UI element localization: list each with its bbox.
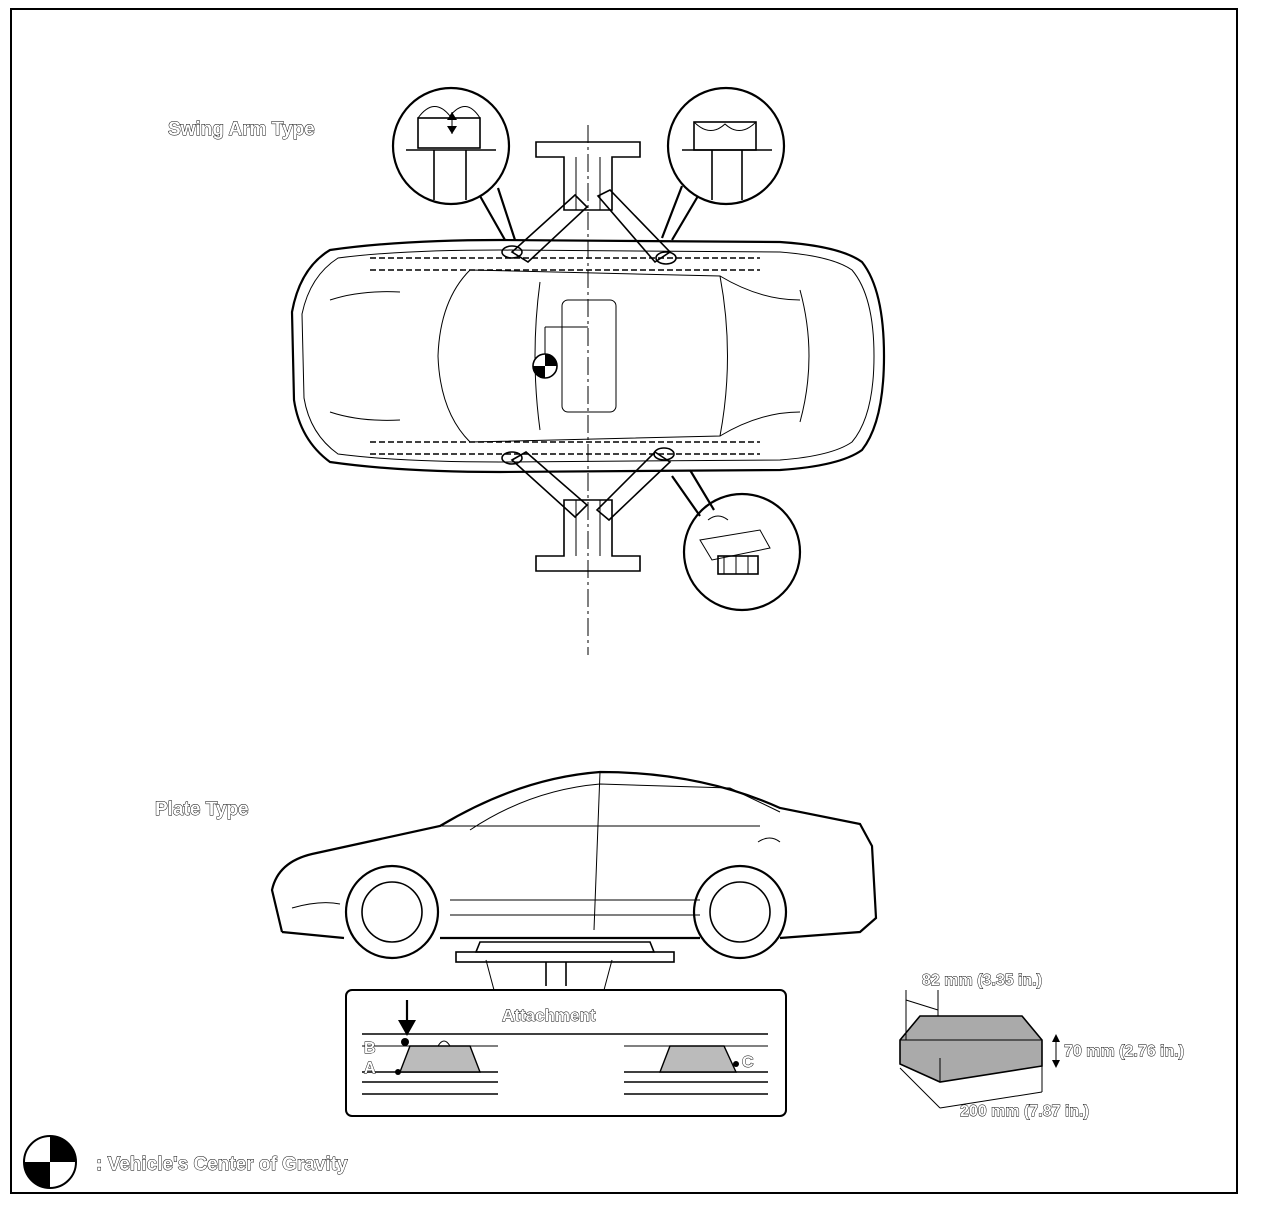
lift-post-bottom [535,499,641,572]
attachment-label: Attachment [502,1006,596,1025]
attachment-detail-box [345,989,787,1117]
dimension-length: 200 mm (7.87 in.) [960,1103,1089,1120]
lift-pads [501,245,677,465]
detail-callout-lower [671,469,802,612]
plate-lift [455,941,675,991]
swing-arm-front-upper [510,193,589,264]
plate-type-title: Plate Type [155,799,249,820]
dimension-width: 82 mm (3.35 in.) [922,972,1042,989]
point-c-label: C [742,1054,754,1071]
center-of-gravity-marker [532,353,558,379]
attachment-block [899,990,1060,1109]
vehicle-top-view [290,238,886,474]
point-a-label: A [364,1060,376,1077]
detail-callout-rear [660,86,786,241]
legend-text: : Vehicle's Center of Gravity [96,1154,348,1175]
point-b-label: B [364,1040,376,1057]
center-of-gravity-icon [23,1135,77,1189]
swing-arm-type-title: Swing Arm Type [168,119,315,140]
swing-arm-rear-lower [595,450,672,522]
dimension-height: 70 mm (2.76 in.) [1064,1043,1184,1060]
vehicle-side-view [270,770,878,960]
diagram-frame [10,8,1238,1194]
detail-callout-front [391,86,517,241]
lift-post-top [535,141,641,211]
